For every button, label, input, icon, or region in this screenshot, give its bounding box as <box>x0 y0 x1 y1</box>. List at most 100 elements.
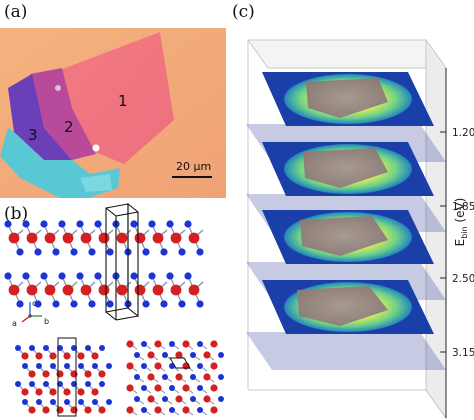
blue-atom <box>218 396 224 402</box>
panel-label-b: (b) <box>4 204 29 224</box>
blue-atom <box>184 272 192 280</box>
blue-atom <box>197 385 203 391</box>
blue-atom <box>196 300 204 308</box>
blue-atom <box>22 363 28 369</box>
red-atom <box>188 284 200 296</box>
blue-atom <box>160 300 168 308</box>
red-atom <box>175 351 183 359</box>
red-atom <box>56 406 64 414</box>
thin-flake-highlight <box>80 174 112 192</box>
red-atom <box>70 370 78 378</box>
blue-atom <box>141 341 147 347</box>
blue-atom <box>85 381 91 387</box>
red-atom <box>63 388 71 396</box>
blue-atom <box>58 272 66 280</box>
side-view-unit-cell <box>57 337 77 417</box>
red-atom <box>152 284 164 296</box>
red-atom <box>210 406 218 414</box>
blue-atom <box>130 220 138 228</box>
blue-atom <box>29 345 35 351</box>
region-label-2: 2 <box>64 118 74 136</box>
blue-atom <box>106 399 112 405</box>
red-atom <box>26 284 38 296</box>
red-atom <box>134 232 146 244</box>
optical-micrograph: 1 2 3 20 μm <box>0 28 226 198</box>
red-atom <box>147 395 155 403</box>
blue-atom <box>43 345 49 351</box>
blue-atom <box>190 396 196 402</box>
red-atom <box>116 232 128 244</box>
flake-region <box>300 216 388 256</box>
blue-atom <box>148 272 156 280</box>
blue-atom <box>88 300 96 308</box>
blue-atom <box>134 374 140 380</box>
top-view-structure <box>126 340 224 416</box>
blue-atom <box>92 363 98 369</box>
blue-atom <box>178 248 186 256</box>
red-atom <box>170 284 182 296</box>
red-atom <box>210 384 218 392</box>
axis-label-b: b <box>44 317 49 326</box>
blue-atom <box>166 220 174 228</box>
red-atom <box>175 373 183 381</box>
red-atom <box>77 388 85 396</box>
blue-atom <box>190 374 196 380</box>
blue-atom <box>64 363 70 369</box>
crystal-structure: c b a <box>4 202 224 417</box>
red-atom <box>84 370 92 378</box>
energy-slices <box>246 72 446 370</box>
unit-cell-box <box>105 202 139 321</box>
red-atom <box>49 352 57 360</box>
panel-label-c: (c) <box>232 2 255 22</box>
blue-atom <box>218 374 224 380</box>
red-atom <box>98 232 110 244</box>
flake-region-1 <box>60 32 174 164</box>
region-label-1: 1 <box>118 92 128 110</box>
red-atom <box>154 406 162 414</box>
blue-atom <box>197 363 203 369</box>
blue-atom <box>52 300 60 308</box>
blue-atom <box>34 300 42 308</box>
red-atom <box>147 373 155 381</box>
red-atom <box>182 406 190 414</box>
blue-atom <box>106 248 114 256</box>
energy-slice <box>246 280 446 370</box>
blue-atom <box>106 363 112 369</box>
red-atom <box>154 362 162 370</box>
red-atom <box>70 406 78 414</box>
blue-atom <box>36 399 42 405</box>
blue-atom <box>40 220 48 228</box>
blue-atom <box>52 248 60 256</box>
blue-atom <box>141 407 147 413</box>
blue-atom <box>76 272 84 280</box>
bulk-layers <box>4 220 204 308</box>
blue-atom <box>142 300 150 308</box>
blue-atom <box>4 272 12 280</box>
red-atom <box>175 395 183 403</box>
red-atom <box>21 388 29 396</box>
red-atom <box>42 406 50 414</box>
red-atom <box>154 384 162 392</box>
blue-atom <box>169 407 175 413</box>
red-atom <box>98 406 106 414</box>
red-atom <box>210 362 218 370</box>
red-atom <box>8 284 20 296</box>
panel-label-a: (a) <box>4 2 28 22</box>
red-atom <box>126 406 134 414</box>
blue-atom <box>92 399 98 405</box>
axis-title-unit: (eV) <box>453 198 467 227</box>
red-atom <box>56 370 64 378</box>
red-atom <box>28 406 36 414</box>
blue-atom <box>16 248 24 256</box>
energy-tick-label: 1.85 <box>452 201 474 213</box>
blue-atom <box>22 220 30 228</box>
red-atom <box>170 232 182 244</box>
red-atom <box>28 370 36 378</box>
surface-particle <box>55 85 61 91</box>
red-atom <box>203 373 211 381</box>
flake-region-3 <box>8 74 72 160</box>
red-atom <box>126 362 134 370</box>
red-atom <box>188 232 200 244</box>
scale-bar-label: 20 μm <box>176 160 211 173</box>
red-atom <box>8 232 20 244</box>
